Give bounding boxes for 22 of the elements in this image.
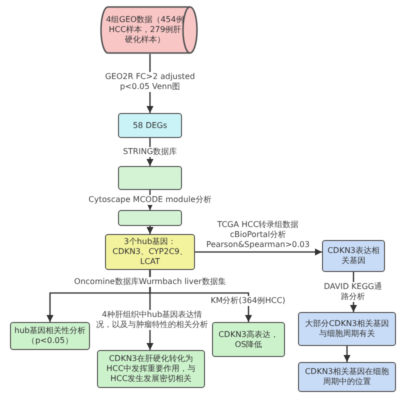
process-box: hub基因相关性分析（p<0.05） bbox=[10, 322, 90, 350]
arrow bbox=[149, 270, 252, 322]
edge-label: KM分析(364例HCC) bbox=[210, 296, 286, 306]
process-box: CDKN3表达相关基因 bbox=[322, 240, 385, 272]
edge-label: STRING数据库 bbox=[122, 147, 178, 157]
process-box: CDKN3在肝硬化转化为HCC中发挥重要作用，与HCC发生发展密切相关 bbox=[97, 350, 205, 388]
arrow bbox=[195, 248, 322, 256]
edge-label: DAVID KEGG通路分析 bbox=[322, 282, 384, 302]
edge-label: 4种肝组织中hub基因表达情况，以及与肿瘤特性的相关分析 bbox=[95, 310, 209, 330]
process-box bbox=[118, 210, 182, 226]
process-box: CDKN3高表达，OS降低 bbox=[212, 322, 285, 357]
process-box: 3个hub基因：CDKN3、CYP2C9、LCAT bbox=[105, 234, 195, 270]
edge-label: Cytoscape MCODE module分析 bbox=[88, 195, 212, 205]
database-cylinder: 4组GEO数据（454例HCC样本，279例肝硬化样本） bbox=[100, 6, 198, 54]
process-box bbox=[118, 166, 182, 190]
edge-label: Oncomine数据库Wurmbach liver数据集 bbox=[73, 277, 227, 287]
arrow bbox=[146, 226, 154, 234]
edge-label: GEO2R FC>2 adjusted p<0.05 Venn图 bbox=[104, 72, 196, 92]
process-box: 58 DEGs bbox=[118, 113, 182, 138]
arrow bbox=[344, 346, 350, 362]
process-box: 大部分CDKN3相关基因与细胞周期有关 bbox=[298, 312, 396, 346]
process-box: CDKN3相关基因在细胞周期中的位置 bbox=[298, 362, 396, 392]
